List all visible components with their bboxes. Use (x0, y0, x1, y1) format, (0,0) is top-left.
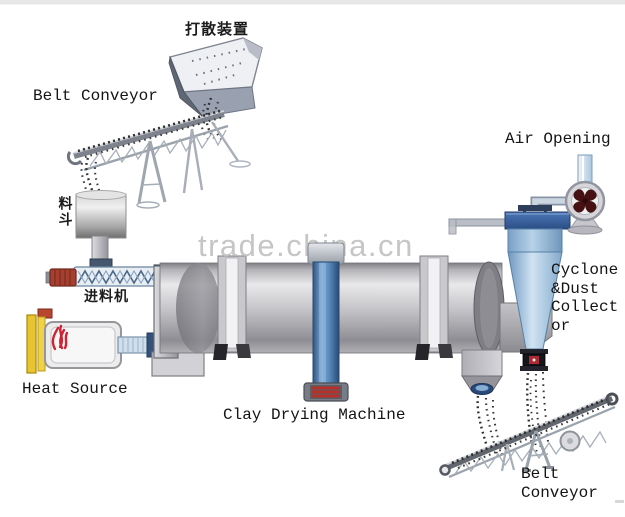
belt-conveyor-bottom-illustration (439, 392, 619, 479)
heat-source-illustration (26, 308, 159, 374)
belt-conveyor-top-illustration (66, 109, 251, 209)
drum-discharge-stream (476, 395, 504, 459)
label-heat-source: Heat Source (22, 380, 128, 398)
label-clay-drying-machine: Clay Drying Machine (223, 406, 406, 424)
label-hopper: 料斗 (56, 196, 73, 228)
bottom-edge-mark (615, 500, 624, 503)
label-cyclone-dust-collector: Cyclone &Dust Collect or (551, 261, 619, 335)
label-air-opening: Air Opening (505, 130, 611, 148)
label-belt-conveyor-top: Belt Conveyor (33, 87, 158, 105)
label-scatter-device: 打散装置 (185, 20, 250, 38)
cyclone-illustration (504, 196, 571, 371)
flame-icon (51, 324, 69, 351)
scatter-device-illustration (168, 37, 263, 118)
rotary-drum-illustration (151, 255, 553, 395)
drive-column-illustration (303, 242, 349, 402)
exhaust-duct (448, 218, 509, 235)
label-belt-conveyor-bottom: Belt Conveyor (521, 465, 598, 502)
label-feeder: 进料机 (84, 289, 129, 305)
top-edge-band (0, 0, 625, 5)
riding-ring-band-right (415, 255, 453, 360)
hopper-illustration (75, 190, 127, 262)
riding-ring-band-left (213, 255, 251, 360)
fan-illustration (564, 154, 606, 235)
hopper-spill-stream (80, 157, 102, 195)
watermark: trade.china.cn (198, 228, 414, 263)
fan-blades-icon (573, 189, 597, 213)
cyclone-discharge-valve (520, 349, 548, 371)
screw-feeder-illustration (45, 258, 165, 288)
